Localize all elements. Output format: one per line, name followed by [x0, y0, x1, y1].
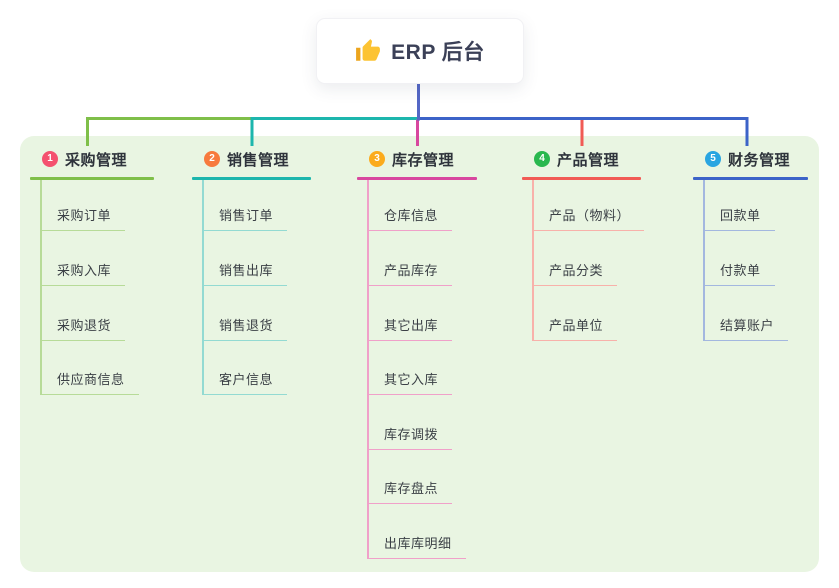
branch-items-connector — [40, 180, 42, 395]
branch-number-badge: 3 — [369, 151, 385, 167]
branch-underline — [522, 177, 641, 180]
root-node[interactable]: ERP 后台 — [316, 18, 524, 84]
branch-title[interactable]: 4 产品管理 — [534, 149, 619, 169]
thumbs-up-icon — [356, 39, 381, 61]
branch-title[interactable]: 2 销售管理 — [204, 149, 289, 169]
branch-number-badge: 4 — [534, 151, 550, 167]
leaf-node[interactable]: 回款单 — [703, 204, 775, 231]
leaf-node[interactable]: 采购退货 — [40, 314, 126, 341]
branch-title-label: 采购管理 — [65, 151, 128, 169]
branch-title-label: 库存管理 — [392, 151, 455, 169]
leaf-node[interactable]: 仓库信息 — [367, 204, 453, 231]
branch-underline — [30, 177, 154, 180]
leaf-node[interactable]: 产品分类 — [532, 259, 618, 286]
branch-title-label: 销售管理 — [227, 151, 290, 169]
leaf-node[interactable]: 产品库存 — [367, 259, 453, 286]
leaf-node[interactable]: 其它出库 — [367, 314, 453, 341]
branch-items-connector — [532, 180, 534, 341]
leaf-node[interactable]: 销售出库 — [202, 259, 288, 286]
branch-number-badge: 1 — [42, 151, 58, 167]
branch-title[interactable]: 5 财务管理 — [705, 149, 790, 169]
leaf-node[interactable]: 库存调拨 — [367, 423, 453, 450]
leaf-node[interactable]: 付款单 — [703, 259, 775, 286]
leaf-node[interactable]: 供应商信息 — [40, 368, 139, 395]
leaf-node[interactable]: 出库库明细 — [367, 532, 466, 559]
leaf-node[interactable]: 销售退货 — [202, 314, 288, 341]
branch-number-badge: 2 — [204, 151, 220, 167]
branch-underline — [693, 177, 808, 180]
branch-items-connector — [202, 180, 204, 395]
branch-title-label: 产品管理 — [557, 151, 620, 169]
leaf-node[interactable]: 采购订单 — [40, 204, 126, 231]
branch-underline — [357, 177, 477, 180]
branches-backdrop-panel — [20, 136, 819, 572]
branch-number-badge: 5 — [705, 151, 721, 167]
leaf-node[interactable]: 产品（物料） — [532, 204, 645, 231]
leaf-node[interactable]: 结算账户 — [703, 314, 789, 341]
branch-items-connector — [367, 180, 369, 559]
leaf-node[interactable]: 库存盘点 — [367, 477, 453, 504]
leaf-node[interactable]: 客户信息 — [202, 368, 288, 395]
branch-title[interactable]: 3 库存管理 — [369, 149, 454, 169]
branch-underline — [192, 177, 311, 180]
branch-items-connector — [703, 180, 705, 341]
leaf-node[interactable]: 采购入库 — [40, 259, 126, 286]
leaf-node[interactable]: 产品单位 — [532, 314, 618, 341]
branch-title-label: 财务管理 — [728, 151, 791, 169]
branch-title[interactable]: 1 采购管理 — [42, 149, 127, 169]
leaf-node[interactable]: 销售订单 — [202, 204, 288, 231]
leaf-node[interactable]: 其它入库 — [367, 368, 453, 395]
root-title: ERP 后台 — [391, 41, 485, 64]
